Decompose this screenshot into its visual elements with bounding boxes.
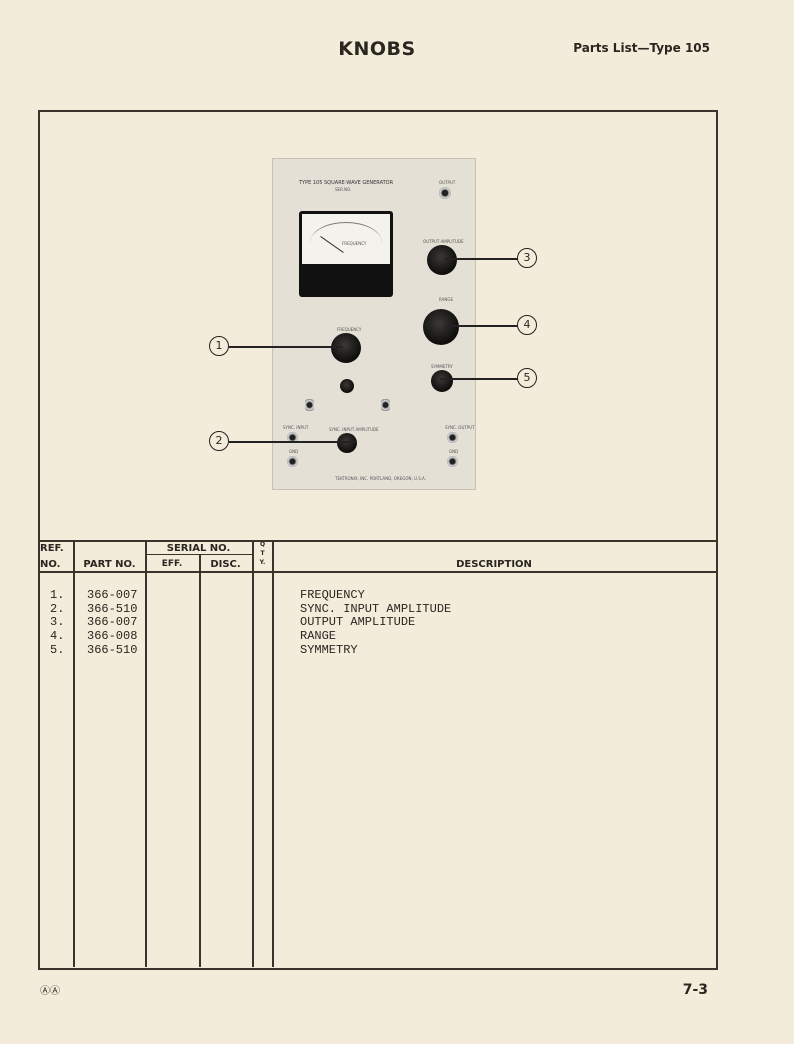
- label-output: OUTPUT: [439, 180, 456, 185]
- label-gnd: GND: [449, 449, 459, 454]
- table-row: 1. 366-007 FREQUENCY: [40, 588, 716, 603]
- header-serial-no: SERIAL NO.: [166, 543, 231, 554]
- instrument-panel-photo: TYPE 105 SQUARE-WAVE GENERATOR SER.NO. O…: [272, 158, 476, 490]
- knob-range: [423, 309, 459, 345]
- knob-output-amplitude: [427, 245, 457, 275]
- callout-1: 1: [209, 336, 229, 356]
- page-title: KNOBS: [338, 38, 416, 60]
- callout-leader: [445, 258, 518, 260]
- table-row: 5. 366-510 SYMMETRY: [40, 642, 716, 658]
- label-symmetry: SYMMETRY: [431, 364, 453, 369]
- part-no: 366-007: [87, 615, 138, 630]
- label-frequency: FREQUENCY: [337, 327, 362, 332]
- description: FREQUENCY: [300, 588, 365, 602]
- knob-sync-input-amplitude: [337, 433, 357, 453]
- output-connector: [439, 187, 451, 199]
- description: OUTPUT AMPLITUDE: [300, 615, 416, 630]
- meter-scale: [310, 222, 382, 263]
- part-no: 366-510: [87, 642, 138, 657]
- publisher-logo: ⒶⒶ: [40, 986, 60, 997]
- meter-face: FREQUENCY: [302, 214, 390, 264]
- ref-no: 1.: [50, 588, 65, 602]
- knob-frequency: [331, 333, 361, 363]
- divider: [272, 541, 274, 967]
- header-qty: Q T Y.: [259, 541, 266, 566]
- part-no: 366-008: [87, 629, 138, 644]
- header-part-no: PART NO.: [83, 559, 136, 570]
- divider: [38, 571, 716, 573]
- divider: [145, 541, 147, 967]
- divider: [199, 555, 201, 967]
- callout-2: 2: [209, 431, 229, 451]
- part-no: 366-007: [87, 588, 138, 602]
- callout-leader: [229, 346, 343, 348]
- label-output-amplitude: OUTPUT AMPLITUDE: [423, 239, 464, 244]
- frequency-meter: FREQUENCY: [299, 211, 393, 297]
- callout-4: 4: [517, 315, 537, 335]
- divider: [73, 541, 75, 967]
- section-header: Parts List—Type 105: [573, 41, 710, 55]
- sync-input-connector: [287, 432, 298, 443]
- label-gnd: GND: [289, 449, 299, 454]
- table-row: 2. 366-510 SYNC. INPUT AMPLITUDE: [40, 601, 716, 617]
- panel-serial: SER.NO.: [335, 187, 352, 192]
- table-body: 1. 366-007 FREQUENCY 2. 366-510 SYNC. INPUT …: [40, 588, 716, 658]
- meter-label: FREQUENCY: [342, 241, 367, 246]
- callout-leader: [440, 378, 518, 380]
- toggle-switch: [381, 399, 390, 411]
- panel-title: TYPE 105 SQUARE-WAVE GENERATOR: [299, 180, 394, 186]
- description: RANGE: [300, 629, 337, 644]
- description: SYMMETRY: [300, 642, 358, 657]
- label-sync-input: SYNC. INPUT: [283, 425, 309, 430]
- ref-no: 3.: [50, 615, 65, 630]
- knob-symmetry: [431, 370, 453, 392]
- ref-no: 4.: [50, 629, 65, 644]
- divider: [252, 541, 254, 967]
- callout-leader: [445, 325, 518, 327]
- divider: [145, 554, 252, 555]
- label-range: RANGE: [439, 297, 453, 302]
- callout-3: 3: [517, 248, 537, 268]
- header-description: DESCRIPTION: [456, 559, 532, 570]
- ref-no: 5.: [50, 642, 65, 657]
- header-eff: EFF.: [161, 559, 183, 569]
- page-number: 7-3: [682, 982, 708, 998]
- callout-leader: [229, 441, 357, 443]
- label-sync-input-amplitude: SYNC. INPUT AMPLITUDE: [329, 427, 379, 432]
- pilot-lamp: [340, 379, 354, 393]
- table-row: 3. 366-007 OUTPUT AMPLITUDE: [40, 616, 716, 630]
- sync-output-connector: [447, 432, 458, 443]
- table-row: 4. 366-008 RANGE: [40, 629, 716, 644]
- label-sync-output: SYNC. OUTPUT: [445, 425, 475, 430]
- callout-5: 5: [517, 368, 537, 388]
- header-ref: REF.: [40, 543, 64, 554]
- divider: [38, 540, 716, 542]
- part-no: 366-510: [87, 601, 138, 616]
- maker-label: TEKTRONIX, INC. PORTLAND, OREGON, U.S.A.: [335, 476, 426, 481]
- header-disc: DISC.: [210, 559, 241, 570]
- gnd-post: [287, 456, 298, 467]
- ref-no: 2.: [50, 601, 65, 616]
- toggle-switch: [305, 399, 314, 411]
- header-ref-no: NO.: [40, 559, 61, 570]
- description: SYNC. INPUT AMPLITUDE: [300, 601, 452, 616]
- gnd-post: [447, 456, 458, 467]
